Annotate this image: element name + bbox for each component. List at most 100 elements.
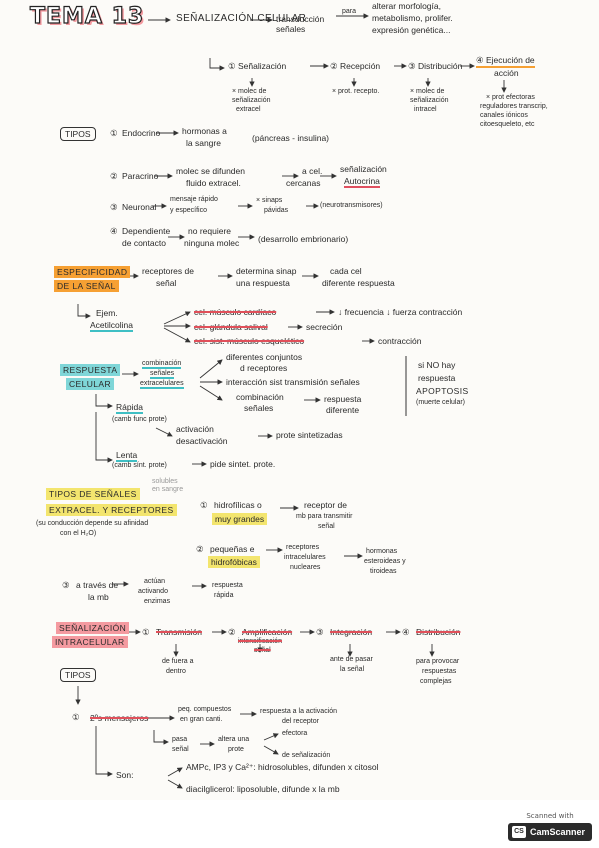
step-4-num: ④ [402, 627, 410, 637]
specificity-c5: cada cel [330, 266, 362, 276]
signal-types-note-2: con el H₂O) [60, 530, 97, 537]
tipo-4-d1: no requiere [188, 226, 232, 236]
pass-1: pasa [172, 736, 188, 743]
response-r1: diferentes conjuntos [226, 352, 303, 362]
fast-response-note: (camb func prote) [112, 416, 167, 423]
step-2-num: ② [228, 627, 236, 637]
signaling-label: de señalización [282, 752, 331, 759]
signal-3-d2: activando [138, 588, 168, 595]
specificity-label-2: DE LA SEÑAL [54, 280, 119, 292]
signal-3-d4: respuesta [212, 582, 243, 589]
alter-1: altera una [218, 736, 250, 743]
son-item-2: diacilglicerol: liposoluble, difunde x l… [186, 784, 340, 794]
tipo-4-name-2: de contacto [122, 238, 166, 248]
signal-3-d1: actúan [144, 578, 166, 585]
signal-2-d4: hormonas [366, 548, 398, 555]
signal-types-label-2: EXTRACEL. Y RECEPTORES [46, 504, 177, 516]
specificity-c3: determina sinap [236, 266, 297, 276]
signal-3-d3: enzimas [144, 598, 171, 605]
camscanner-icon: CS [512, 826, 526, 838]
step-2-name: Amplificación [242, 627, 293, 637]
stage-2-note-1: × prot. recepto. [332, 88, 380, 95]
stage-1-label: ① Señalización [228, 61, 287, 71]
stage-3-label: ③ Distribución [408, 61, 463, 71]
signal-2-d1: receptores [286, 544, 320, 551]
camscanner-watermark: Scanned with CS CamScanner [504, 812, 596, 846]
stage-4-note-3: canales iónicos [480, 112, 528, 119]
specificity-c4: una respuesta [236, 278, 290, 288]
effect-muscle: contracción [378, 336, 422, 346]
slow-d: pide sintet. prote. [210, 459, 276, 469]
step-1-d2: dentro [166, 668, 186, 675]
fast-response-label: Rápida [116, 402, 143, 414]
messengers-m4: del receptor [282, 718, 319, 725]
stage-4-note-1: × prot efectoras [486, 94, 535, 101]
tipo-4-num: ④ [110, 226, 118, 236]
stage-3-note-1: × molec de [410, 88, 445, 95]
example-molecule: Acetilcolina [90, 320, 133, 332]
no-response-1: si NO hay [418, 360, 456, 370]
fast-d2: desactivación [176, 436, 228, 446]
tipo-1-d3: (páncreas - insulina) [252, 133, 330, 143]
signal-2-d5: esteroideas y [364, 558, 406, 565]
scanned-with-text: Scanned with [526, 812, 574, 820]
camscanner-logo: CS CamScanner [508, 823, 592, 841]
effect-salivary: secreción [306, 322, 343, 332]
signal-3-name-1: a través de [76, 580, 119, 590]
signal-2-name-2: hidrofóbicas [208, 556, 260, 568]
tipo-2-name: Paracrino [122, 171, 159, 181]
son-label: Son: [116, 770, 134, 780]
signal-2-d6: tiroideas [370, 568, 397, 575]
response-r2: d receptores [240, 363, 288, 373]
step-4-d3: complejas [420, 678, 452, 685]
signal-1-name-1: hidrofílicas o [214, 500, 262, 510]
combo-3: extracelulares [140, 380, 184, 389]
signal-1-d1: receptor de [304, 500, 347, 510]
camscanner-brand: CamScanner [530, 827, 586, 837]
slow-response-label: Lenta [116, 450, 138, 462]
step-2-d1: intensificación [238, 638, 282, 645]
combo-2: señales [150, 370, 175, 379]
step-1-num: ① [142, 627, 150, 637]
stage-4-label: ④ Ejecución de [476, 55, 535, 68]
signal-2-d3: nucleares [290, 564, 321, 571]
response-label-1: RESPUESTA [60, 364, 121, 376]
fast-d1: activación [176, 424, 214, 434]
combo-1: combinación [142, 360, 182, 369]
messengers-num: ① [72, 712, 80, 722]
stage-1-note-2: señalización [232, 97, 271, 104]
signal-2-num: ② [196, 544, 204, 554]
messengers-m3: respuesta a la activación [260, 708, 338, 715]
signal-types-side-1: solubles [152, 478, 178, 485]
target-heart: cel. músculo cardíaco [194, 307, 277, 317]
step-3-name: Integración [330, 627, 373, 637]
tipo-4-d3: (desarrollo embrionario) [258, 234, 349, 244]
son-item-1: AMPc, IP3 y Ca²⁺: hidrosolubles, difunde… [186, 762, 379, 772]
specificity-c1: receptores de [142, 266, 194, 276]
effects-line-2: metabolismo, prolifer. [372, 13, 453, 23]
stage-1-note-1: × molec de [232, 88, 267, 95]
stage-4-note-4: citoesqueleto, etc [480, 121, 535, 128]
stage-3-note-3: intracel [414, 106, 437, 113]
step-1-name: Transmisión [156, 627, 202, 637]
tipo-3-d1: mensaje rápido [170, 196, 218, 203]
tipo-4-d2: ninguna molec [184, 238, 240, 248]
for-label: para [342, 8, 357, 15]
tipo-3-name: Neuronal [122, 202, 157, 212]
tipo-4-name: Dependiente [122, 226, 171, 236]
response-r4: combinación [236, 392, 284, 402]
stage-1-note-3: extracel [236, 106, 261, 113]
tipo-3-d2: y específico [170, 207, 207, 214]
tipo-3-d3: × sinaps [256, 197, 283, 204]
messengers-label: 2ºs mensajeros [90, 713, 149, 723]
tipo-1-name: Endocrino [122, 128, 161, 138]
stage-2-label: ② Recepción [330, 61, 381, 71]
apoptosis-label: APOPTOSIS [416, 386, 469, 396]
effect-heart: ↓ frecuencia ↓ fuerza contracción [338, 307, 463, 317]
alter-2: prote [228, 746, 244, 753]
step-4-d2: respuestas [422, 668, 457, 675]
intracellular-label-1: SEÑALIZACIÓN [56, 622, 130, 634]
intracellular-tipos-box: TIPOS [60, 668, 96, 682]
step-1-d1: de fuera a [162, 658, 194, 665]
tipo-3-num: ③ [110, 202, 118, 212]
